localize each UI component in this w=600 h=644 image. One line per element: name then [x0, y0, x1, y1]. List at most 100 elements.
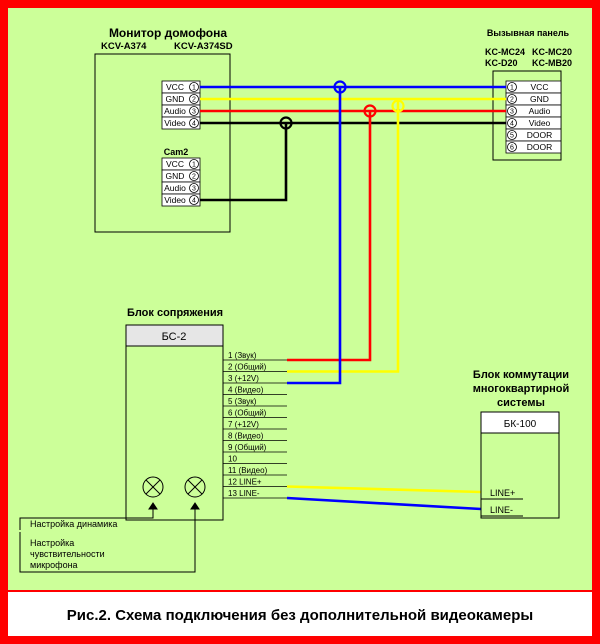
- cam2-pin-2: 2 GND: [161, 169, 201, 183]
- interface-terminal-label: 11 (Видео): [228, 466, 268, 475]
- monitor-pin-label: GND: [166, 94, 185, 104]
- speaker-potentiometer: [142, 476, 164, 498]
- interface-terminal-label: 3 (+12V): [228, 374, 259, 383]
- switch-block-title-2: многоквартирной: [473, 383, 569, 395]
- interface-terminal-label: 7 (+12V): [228, 420, 259, 429]
- junction-audio: [363, 104, 377, 118]
- cam2-pin-num: 4: [192, 198, 196, 205]
- interface-terminal-1: 1 (Звук): [223, 351, 287, 361]
- switch-block-name: БК-100: [504, 419, 537, 430]
- wire-line-plus: [286, 485, 482, 494]
- panel-pin-4: 4 Video: [505, 116, 562, 130]
- panel-pin-num: 3: [510, 109, 514, 116]
- monitor-pin-num: 1: [192, 85, 196, 92]
- mic-adjust-label-2: чувствительности: [30, 549, 105, 559]
- monitor-pin-label: Video: [164, 118, 186, 128]
- cam2-pin-1: 1 VCC: [161, 157, 201, 171]
- interface-terminal-5: 5 (Звук): [223, 397, 287, 407]
- interface-terminal-label: 1 (Звук): [228, 351, 257, 360]
- panel-pin-label: GND: [530, 94, 549, 104]
- interface-terminal-4: 4 (Видео): [223, 386, 287, 395]
- interface-terminal-label: 10: [228, 455, 237, 464]
- switch-terminal-2: LINE-: [481, 505, 523, 517]
- speaker-adjust-label: Настройка динамика: [30, 519, 117, 529]
- interface-terminal-7: 7 (+12V): [223, 420, 287, 430]
- interface-terminal-label: 5 (Звук): [228, 397, 257, 406]
- interface-terminal-11: 11 (Видео): [223, 466, 287, 476]
- panel-pin-num: 6: [510, 145, 514, 152]
- panel-title: Вызывная панель: [487, 28, 570, 38]
- monitor-pin-num: 2: [192, 97, 196, 104]
- cam2-pin-num: 2: [192, 174, 196, 181]
- wire-vcc-drop: [287, 87, 342, 385]
- wire-line-minus: [286, 496, 482, 511]
- mic-potentiometer: [184, 476, 206, 498]
- panel-pin-1: 1 VCC: [505, 80, 562, 94]
- junction-video: [279, 116, 293, 130]
- switch-block-header: [480, 411, 560, 434]
- monitor-model-left: KCV-A374: [101, 41, 147, 52]
- mic-adjust-label-3: микрофона: [30, 560, 78, 570]
- interface-terminal-label: 13 LINE-: [228, 489, 260, 498]
- interface-terminal-6: 6 (Общий): [223, 409, 287, 418]
- diagram-background: [8, 8, 592, 590]
- speaker-adjust-leader: [19, 502, 158, 530]
- figure-caption: Рис.2. Схема подключения без дополнитель…: [67, 607, 533, 624]
- junction-gnd: [391, 99, 405, 113]
- junction-vcc: [333, 80, 347, 94]
- cam2-pin-num: 1: [192, 162, 196, 169]
- interface-terminal-label: 9 (Общий): [228, 443, 267, 452]
- panel-pin-label: Video: [529, 118, 551, 128]
- cam2-pin-num: 3: [192, 186, 196, 193]
- panel-pin-label: DOOR: [527, 130, 553, 140]
- monitor-pin-label: Audio: [164, 106, 186, 116]
- monitor-pin-2: 2 GND: [161, 92, 201, 106]
- panel-model-2a: KC-D20: [485, 58, 518, 68]
- switch-block-title-3: системы: [497, 397, 545, 409]
- interface-terminal-label: 12 LINE+: [228, 478, 262, 487]
- panel-pin-num: 2: [510, 97, 514, 104]
- wire-audio-drop: [287, 111, 372, 362]
- interface-terminal-10: 10: [223, 455, 287, 464]
- interface-terminal-12: 12 LINE+: [223, 478, 287, 487]
- cam2-pin-label: VCC: [166, 159, 184, 169]
- interface-terminal-9: 9 (Общий): [223, 443, 287, 453]
- cam2-title: Cam2: [164, 147, 189, 157]
- panel-pin-num: 1: [510, 85, 514, 92]
- monitor-title: Монитор домофона: [109, 26, 227, 40]
- switch-terminal-line-plus: LINE+: [490, 488, 515, 498]
- mic-adjust-leader: [19, 502, 200, 573]
- panel-pin-label: VCC: [531, 82, 549, 92]
- switch-block-title-1: Блок коммутации: [473, 369, 569, 381]
- interface-terminal-3: 3 (+12V): [223, 374, 287, 384]
- wire-video-cam: [200, 123, 288, 202]
- interface-terminal-8: 8 (Видео): [223, 432, 287, 441]
- panel-model-2b: KC-MB20: [532, 58, 572, 68]
- switch-terminal-line-minus: LINE-: [490, 505, 513, 515]
- interface-block-header: [125, 324, 224, 347]
- panel-pin-6: 6 DOOR: [505, 140, 562, 154]
- panel-pin-num: 4: [510, 121, 514, 128]
- monitor-model-right: KCV-A374SD: [174, 41, 233, 52]
- panel-model-1b: KC-MC20: [532, 47, 572, 57]
- cam2-pin-label: Video: [164, 195, 186, 205]
- panel-pin-label: DOOR: [527, 142, 553, 152]
- cam2-pin-label: GND: [166, 171, 185, 181]
- interface-terminal-label: 6 (Общий): [228, 409, 267, 418]
- interface-terminal-label: 2 (Общий): [228, 363, 267, 372]
- interface-terminal-13: 13 LINE-: [223, 489, 287, 499]
- interface-terminals: 1 (Звук) 2 (Общий) 3 (+12V) 4 (Видео) 5 (Зву…: [223, 351, 287, 499]
- interface-terminal-label: 4 (Видео): [228, 386, 264, 395]
- interface-terminal-2: 2 (Общий): [223, 363, 287, 372]
- caption-background: [8, 592, 592, 636]
